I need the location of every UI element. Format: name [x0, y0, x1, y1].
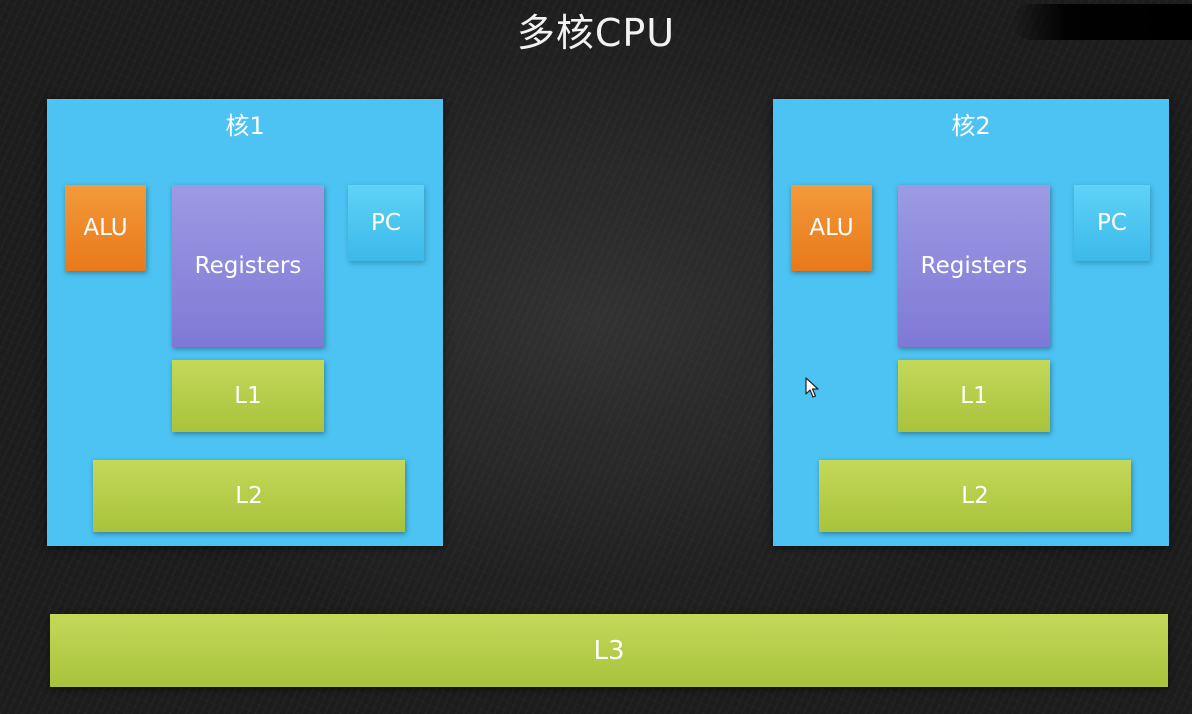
core-2-l1-cache: L1 — [898, 360, 1050, 432]
core-2-registers-block: Registers — [898, 185, 1050, 347]
diagram-title: 多核CPU — [516, 11, 676, 55]
core-2-label: 核2 — [951, 112, 991, 140]
core-2-alu-block: ALU — [791, 185, 872, 271]
core-2-l2-cache: L2 — [819, 460, 1131, 532]
core-2-box: 核2 ALU Registers PC L1 L2 — [773, 99, 1169, 546]
core-1-registers-block: Registers — [172, 185, 324, 347]
core-1-label: 核1 — [225, 112, 265, 140]
board-smudge — [1012, 4, 1192, 40]
core-1-pc-block: PC — [348, 185, 424, 261]
core-1-l2-cache: L2 — [93, 460, 405, 532]
core-1-box: 核1 ALU Registers PC L1 L2 — [47, 99, 443, 546]
core-2-pc-block: PC — [1074, 185, 1150, 261]
core-1-l1-cache: L1 — [172, 360, 324, 432]
core-1-alu-block: ALU — [65, 185, 146, 271]
shared-l3-cache: L3 — [50, 614, 1168, 687]
mouse-pointer-icon — [805, 377, 819, 398]
